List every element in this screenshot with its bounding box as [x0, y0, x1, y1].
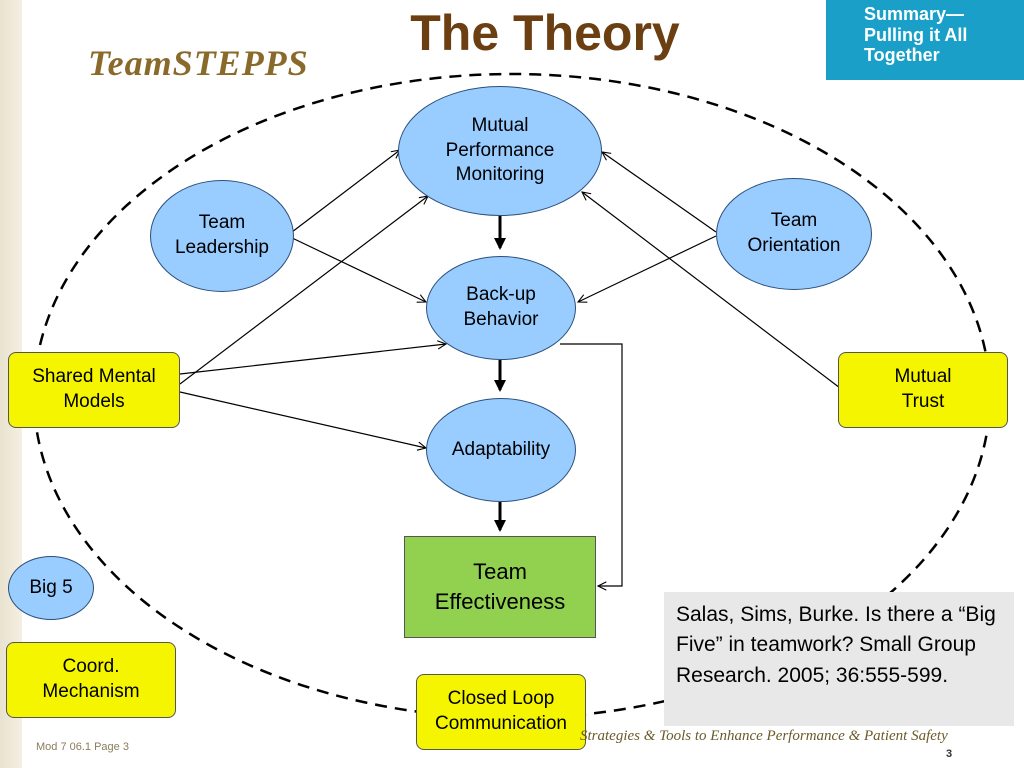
- footer-tagline: Strategies & Tools to Enhance Performanc…: [580, 728, 948, 744]
- edge-orientation-to-monitoring: [602, 152, 717, 233]
- node-adaptability: Adaptability: [426, 398, 576, 502]
- edge-sharedmodels-to-adaptability: [179, 391, 426, 448]
- node-closed-loop-communication: Closed Loop Communication: [416, 674, 586, 750]
- edge-sharedmodels-to-backup: [179, 344, 446, 375]
- edge-leadership-to-monitoring: [291, 150, 400, 233]
- node-team-effectiveness: Team Effectiveness: [404, 536, 596, 638]
- node-team-orientation: Team Orientation: [716, 178, 872, 290]
- citation-box: Salas, Sims, Burke. Is there a “Big Five…: [664, 592, 1014, 726]
- node-mutual-performance-monitoring: Mutual Performance Monitoring: [398, 86, 602, 216]
- summary-tab[interactable]: Summary—Pulling it All Together: [826, 0, 1024, 80]
- node-mutual-trust: Mutual Trust: [838, 352, 1008, 428]
- edge-orientation-to-backup: [578, 235, 717, 302]
- edge-trust-to-monitoring: [582, 192, 841, 389]
- edge-sharedmodels-to-monitoring: [179, 196, 428, 385]
- node-shared-mental-models: Shared Mental Models: [8, 352, 180, 428]
- node-backup-behavior: Back-up Behavior: [426, 256, 576, 360]
- node-coord-mechanism: Coord. Mechanism: [6, 642, 176, 718]
- edge-backup-to-effectiveness: [560, 343, 623, 586]
- edge-leadership-to-backup: [287, 235, 426, 302]
- footer-module-page: Mod 7 06.1 Page 3: [36, 741, 129, 753]
- node-big-5: Big 5: [8, 556, 94, 620]
- teamstepps-logo: TeamSTEPPS: [88, 43, 309, 83]
- node-team-leadership: Team Leadership: [150, 180, 294, 292]
- page-number: 3: [946, 748, 953, 760]
- page-title: The Theory: [410, 5, 680, 61]
